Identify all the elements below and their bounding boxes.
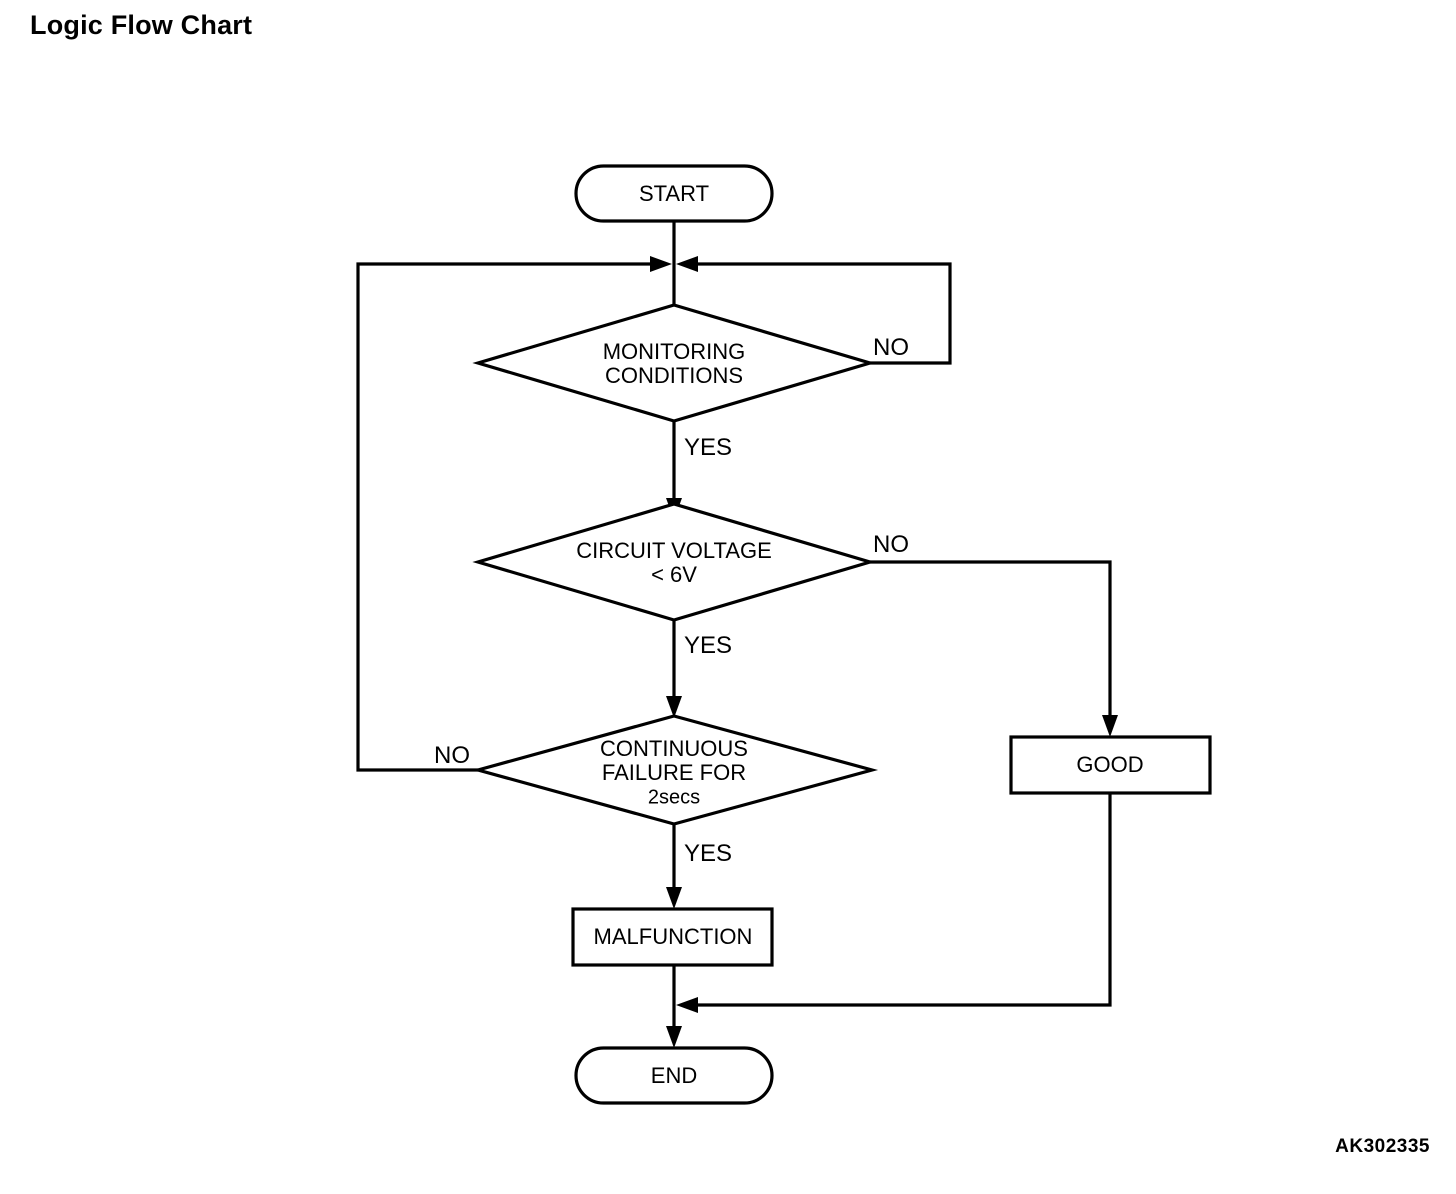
- page-title: Logic Flow Chart: [30, 10, 253, 40]
- node-start[interactable]: [574, 164, 774, 223]
- node-monitoring-label-line1: MONITORING: [603, 339, 746, 364]
- node-voltage-label-line2: < 6V: [651, 562, 697, 587]
- edge-label-continuous-yes: YES: [684, 840, 732, 867]
- connector-good-to-end: [688, 793, 1112, 1007]
- node-continuous-failure[interactable]: [471, 714, 879, 826]
- node-good-label: GOOD: [1076, 752, 1143, 777]
- edge-label-voltage-no: NO: [873, 531, 909, 558]
- node-end-label: END: [651, 1063, 697, 1088]
- reference-code: AK302335: [1335, 1136, 1430, 1157]
- node-monitoring-conditions[interactable]: [472, 303, 876, 423]
- arrowhead-good-merge: [676, 997, 698, 1013]
- node-start-label: START: [639, 181, 709, 206]
- arrowhead-right-feedback-join: [676, 256, 698, 272]
- edge-label-monitoring-no: NO: [873, 334, 909, 361]
- node-malfunction[interactable]: [571, 907, 774, 967]
- node-continuous-label-line1: CONTINUOUS: [600, 736, 748, 761]
- node-monitoring-label-line2: CONDITIONS: [605, 363, 743, 388]
- node-circuit-voltage[interactable]: [472, 502, 876, 622]
- node-malfunction-label: MALFUNCTION: [594, 924, 753, 949]
- connector-voltage-no-to-good: [870, 560, 1112, 725]
- node-continuous-label-line2: FAILURE FOR: [602, 760, 746, 785]
- edge-label-continuous-no: NO: [434, 742, 470, 769]
- arrowhead-into-good: [1102, 715, 1118, 737]
- node-voltage-label-line1: CIRCUIT VOLTAGE: [576, 538, 772, 563]
- connector-monitoring-no-feedback: [688, 262, 952, 365]
- arrowhead-into-continuous: [666, 696, 682, 718]
- node-end[interactable]: [574, 1046, 774, 1105]
- node-good[interactable]: [1009, 735, 1212, 795]
- edge-label-monitoring-yes: YES: [684, 434, 732, 461]
- edge-label-voltage-yes: YES: [684, 632, 732, 659]
- node-continuous-label-line3: 2secs: [648, 786, 700, 808]
- arrowhead-into-end: [666, 1026, 682, 1048]
- connector-continuous-no-feedback: [356, 262, 660, 772]
- arrowhead-left-feedback-join: [650, 256, 672, 272]
- arrowhead-into-malfunction: [666, 887, 682, 909]
